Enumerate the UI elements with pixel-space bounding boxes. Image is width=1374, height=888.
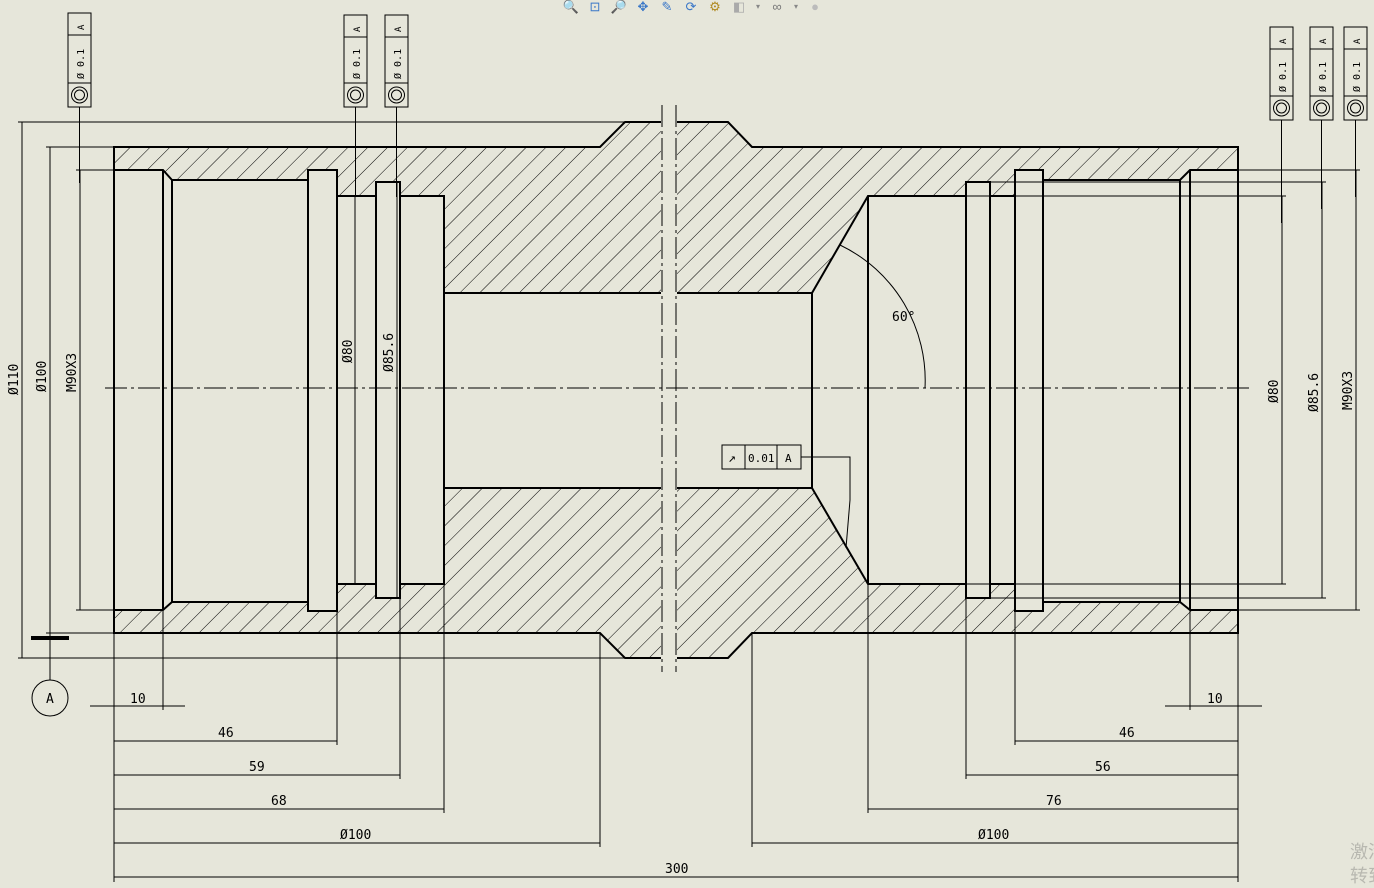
runout-tolerance: 0.01 [748,452,775,465]
activation-watermark: 激活 转到 [1350,842,1374,886]
zoom-in-out-icon[interactable]: 🔎 [610,0,628,14]
dim-100-vert: Ø100 [35,361,50,392]
svg-text:Ø 0.1: Ø 0.1 [1351,62,1363,92]
hide-show-icon[interactable]: ∞ [772,0,782,14]
coaxiality-frame: Ø 0.1 A [1269,26,1294,223]
svg-text:A: A [1353,38,1363,44]
dim-10-right: 10 [1207,692,1223,707]
dim-80-right: Ø80 [1267,380,1282,403]
coaxiality-frame: Ø 0.1 A [384,14,409,197]
coaxiality-frame: Ø 0.1 A [1309,26,1334,209]
svg-text:A: A [1319,38,1329,44]
svg-text:A: A [77,24,87,30]
coaxiality-frame: Ø 0.1 A [67,12,92,183]
zoom-to-area-icon[interactable]: ⊡ [589,0,601,14]
runout-icon: ↗ [728,451,736,466]
runout-datum: A [785,452,792,465]
dim-76: 76 [1046,794,1062,809]
runout-frame[interactable]: ↗ 0.01 A [721,444,802,470]
angle-60: 60° [892,310,915,325]
coaxiality-frame: Ø 0.1 A [1343,26,1368,197]
chevron-down-icon[interactable]: ▾ [755,2,760,11]
view-toolbar: 🔍 ⊡ 🔎 ✥ ✎ ⟳ ⚙ ◧ ▾ ∞ ▾ ● [562,0,824,14]
rotate-icon[interactable]: ✎ [661,0,673,14]
svg-text:A: A [394,26,404,32]
dim-56: 56 [1095,760,1111,775]
coaxiality-frames[interactable]: Ø 0.1 A Ø 0.1 A Ø 0.1 A Ø 0.1 A Ø 0.1 A … [67,12,1368,223]
dim-300: 300 [665,862,688,877]
dim-80-left: Ø80 [341,340,356,363]
chevron-down-icon[interactable]: ▾ [793,2,798,11]
dim-68: 68 [271,794,287,809]
dim-46-right: 46 [1119,726,1135,741]
zoom-to-fit-icon[interactable]: 🔍 [562,0,580,14]
coaxiality-frame: Ø 0.1 A [343,14,368,196]
dim-85-6-right: Ø85.6 [1307,373,1322,412]
datum-label: A [46,692,54,707]
datum-a[interactable]: A [31,636,69,717]
svg-text:A: A [353,26,363,32]
break-gap [661,105,677,675]
svg-text:Ø 0.1: Ø 0.1 [392,49,404,79]
svg-text:A: A [1279,38,1289,44]
appearance-icon[interactable]: ● [811,0,819,14]
dim-46-left: 46 [218,726,234,741]
part-section [105,105,1250,675]
dim-100-left: Ø100 [340,828,371,843]
svg-text:Ø 0.1: Ø 0.1 [351,49,363,79]
view-orientation-icon[interactable]: ◧ [732,0,746,14]
extension-lines [18,121,1360,882]
pan-icon[interactable]: ✥ [637,0,649,14]
dim-100-right: Ø100 [978,828,1009,843]
svg-text:Ø 0.1: Ø 0.1 [1317,62,1329,92]
display-style-icon[interactable]: ⚙ [709,0,721,14]
dim-m90-left: M90X3 [65,353,80,392]
refresh-icon[interactable]: ⟳ [685,0,697,14]
dim-59: 59 [249,760,265,775]
dim-10-left: 10 [130,692,146,707]
svg-text:Ø 0.1: Ø 0.1 [75,49,87,79]
dimension-texts: 10 46 59 68 Ø100 300 10 46 56 76 Ø100 Ø1… [7,310,1356,877]
svg-text:Ø 0.1: Ø 0.1 [1277,62,1289,92]
dim-110: Ø110 [7,364,22,395]
dim-85-6-left: Ø85.6 [382,333,397,372]
dim-m90-right: M90X3 [1341,371,1356,410]
